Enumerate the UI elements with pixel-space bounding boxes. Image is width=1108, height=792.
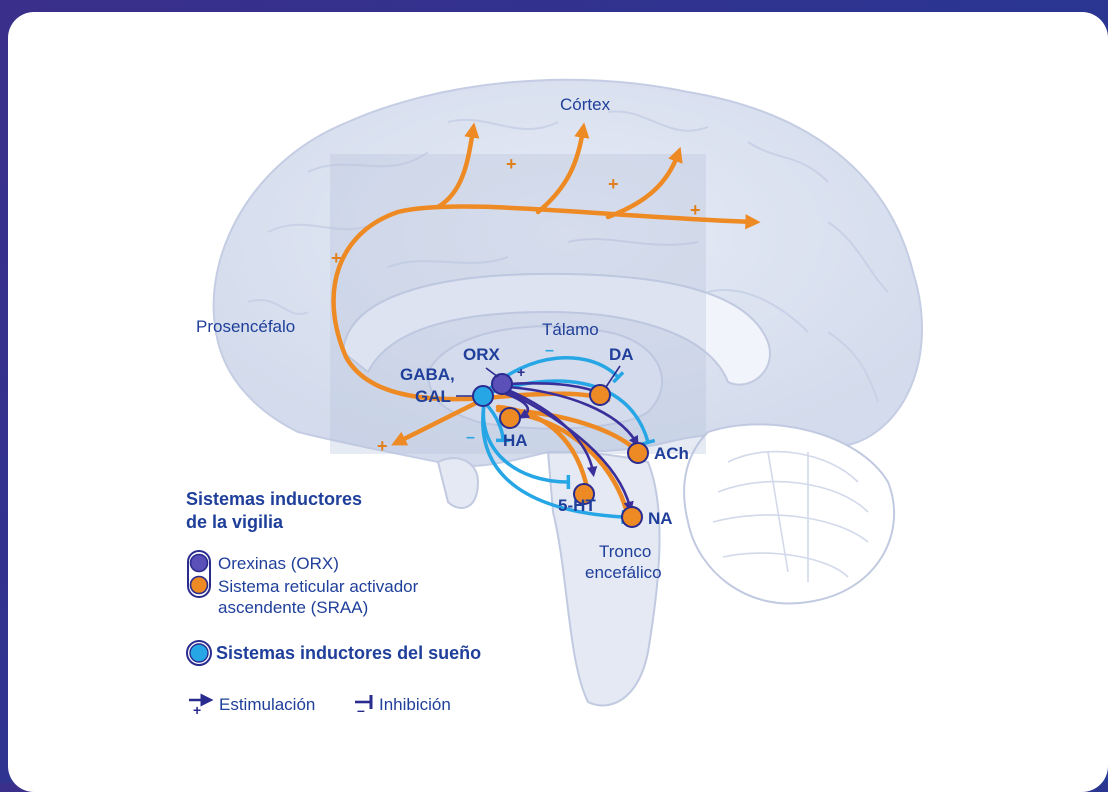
brainstem-label-line2: encefálico [585, 563, 662, 582]
ach-label: ACh [654, 444, 689, 463]
na-label: NA [648, 509, 673, 528]
legend-inhibition-label: Inhibición [379, 695, 451, 714]
diagram-card: + + + + + Córtex Prosencéfalo Tálamo Tro… [8, 12, 1108, 792]
gaba-gal-node [473, 386, 493, 406]
ha-label: HA [503, 431, 528, 450]
ha-node [500, 408, 520, 428]
orx-label: ORX [463, 345, 501, 364]
legend-sleep-title: Sistemas inductores del sueño [216, 643, 481, 663]
legend-sraa-dot [191, 577, 208, 594]
brainstem-label-line1: Tronco [599, 542, 651, 561]
gaba-label: GABA, [400, 365, 455, 384]
forebrain-label: Prosencéfalo [196, 317, 295, 336]
gal-label: GAL [415, 387, 451, 406]
legend-sleep-dot [190, 644, 208, 662]
legend-wake-title-line1: Sistemas inductores [186, 489, 362, 509]
thalamus-minus-sign: – [545, 342, 554, 359]
legend-stimulation-label: Estimulación [219, 695, 315, 714]
orx-node [492, 374, 512, 394]
thalamus-label: Tálamo [542, 320, 599, 339]
plus-sign: + [506, 154, 517, 174]
plus-sign: + [377, 436, 388, 456]
da-label: DA [609, 345, 634, 364]
plus-sign: + [331, 248, 342, 268]
sleep-wake-diagram: + + + + + Córtex Prosencéfalo Tálamo Tro… [8, 12, 1108, 782]
svg-text:–: – [357, 702, 365, 718]
da-node [590, 385, 610, 405]
stimulation-symbol-icon: + [189, 700, 207, 718]
legend-orexin-dot [191, 555, 208, 572]
orx-plus-sign: + [517, 364, 525, 380]
5ht-label: 5-HT [558, 496, 596, 515]
svg-text:+: + [193, 702, 201, 718]
ach-node [628, 443, 648, 463]
legend-orexins-label: Orexinas (ORX) [218, 554, 339, 573]
inhibition-symbol-icon: – [355, 695, 371, 718]
ha-minus-sign: – [466, 429, 475, 446]
legend-sraa-line2: ascendente (SRAA) [218, 598, 368, 617]
na-node [622, 507, 642, 527]
legend-wake-title-line2: de la vigilia [186, 512, 284, 532]
plus-sign: + [690, 200, 701, 220]
plus-sign: + [608, 174, 619, 194]
cortex-label: Córtex [560, 95, 611, 114]
legend: Sistemas inductores de la vigilia Orexin… [186, 489, 481, 718]
legend-sraa-line1: Sistema reticular activador [218, 577, 419, 596]
